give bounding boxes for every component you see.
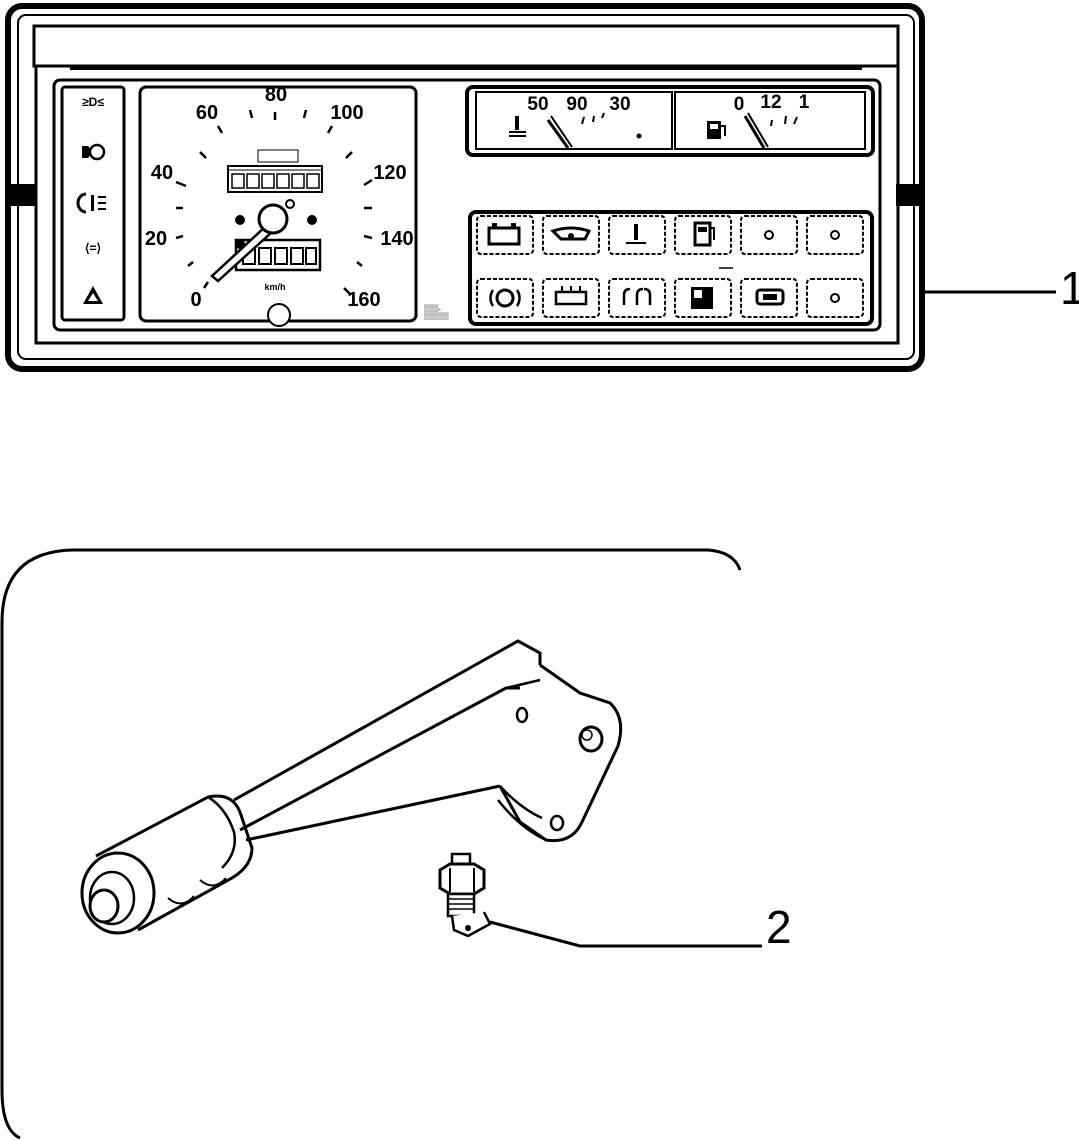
- svg-text:30: 30: [609, 94, 630, 115]
- oil-pressure-icon: [550, 226, 592, 241]
- handbrake-assembly-frame: [0, 548, 742, 1140]
- speed-scale-label: 0: [190, 289, 201, 311]
- speed-scale-label: 20: [145, 228, 167, 250]
- fuel-gauge: 0 12 1: [707, 92, 810, 149]
- svg-text:▒▒▒▒▒: ▒▒▒▒▒: [424, 312, 449, 320]
- speed-scale-label: 60: [196, 102, 218, 124]
- release-button: [88, 888, 120, 924]
- callout-label-1: 1: [1060, 262, 1079, 314]
- heated-rear-window-icon: [554, 286, 588, 306]
- sidelight-icon: ≥D≤: [82, 95, 104, 109]
- speed-unit-label: km/h: [264, 282, 285, 292]
- trip-reset-knob: [267, 303, 291, 327]
- door-open-icon: [691, 287, 713, 309]
- speed-scale-tick: [187, 261, 194, 267]
- glow-plug-icon: [622, 287, 652, 305]
- spare-lamp-1: [764, 230, 774, 240]
- coolant-temperature-icon: [509, 116, 526, 137]
- speed-scale-label: 100: [330, 102, 363, 124]
- speed-scale-label: 140: [380, 228, 413, 250]
- handbrake-warning-switch: [438, 852, 762, 948]
- turn-signal-icon: ⟨=⟩: [85, 241, 101, 255]
- speed-scale-tick: [175, 180, 187, 188]
- speed-scale-label: 120: [373, 162, 406, 184]
- svg-text:1: 1: [799, 92, 810, 113]
- speedometer: 0 20 40 60 80 100 120 140 160: [138, 84, 449, 327]
- speed-scale-tick: [199, 151, 207, 159]
- spare-lamp-2: [830, 230, 840, 240]
- speed-scale-tick: [345, 151, 353, 159]
- speed-scale-tick: [216, 125, 224, 134]
- lever-grip: [80, 794, 254, 935]
- fuel-pump-icon: [707, 121, 726, 139]
- speed-scale-label: 80: [265, 84, 287, 106]
- speedometer-needle: [210, 199, 295, 283]
- fog-light-icon: [76, 192, 106, 214]
- handbrake-lever: [80, 639, 623, 935]
- speed-scale-label: 160: [347, 289, 380, 311]
- battery-charge-icon: [487, 223, 521, 246]
- seat-belt-icon: [755, 288, 785, 306]
- svg-text:50: 50: [527, 94, 548, 115]
- speed-scale-tick: [248, 109, 254, 119]
- warning-lights-panel: ≥D≤ ⟨=⟩: [60, 85, 126, 322]
- speed-scale-tick: [302, 109, 308, 119]
- gauge-panel: 50 90 30 0 12 1: [465, 85, 875, 157]
- coolant-warning-icon: [626, 224, 646, 244]
- callout-label-2: 2: [766, 901, 792, 953]
- speed-scale-tick: [363, 178, 373, 187]
- svg-text:▒▒▒.: ▒▒▒.: [424, 304, 441, 312]
- odometer: [227, 149, 323, 193]
- fuel-reserve-icon: [693, 221, 715, 247]
- brake-warning-icon: [489, 288, 521, 308]
- speed-scale-label: 40: [151, 162, 173, 184]
- warning-lamp-grid: [468, 210, 874, 326]
- trip-meter: [234, 238, 322, 272]
- svg-text:0: 0: [734, 94, 745, 115]
- speed-scale-tick: [363, 234, 373, 240]
- speed-scale-tick: [175, 234, 184, 240]
- spare-lamp-3: [830, 293, 840, 303]
- svg-text:12: 12: [760, 92, 781, 113]
- temperature-gauge: 50 90 30: [509, 94, 642, 149]
- main-beam-icon: [82, 143, 106, 161]
- speed-scale-tick: [343, 287, 351, 295]
- speed-scale-tick: [202, 281, 210, 289]
- speed-scale-tick: [326, 125, 334, 134]
- svg-text:90: 90: [566, 94, 587, 115]
- speed-scale-tick: [356, 261, 363, 267]
